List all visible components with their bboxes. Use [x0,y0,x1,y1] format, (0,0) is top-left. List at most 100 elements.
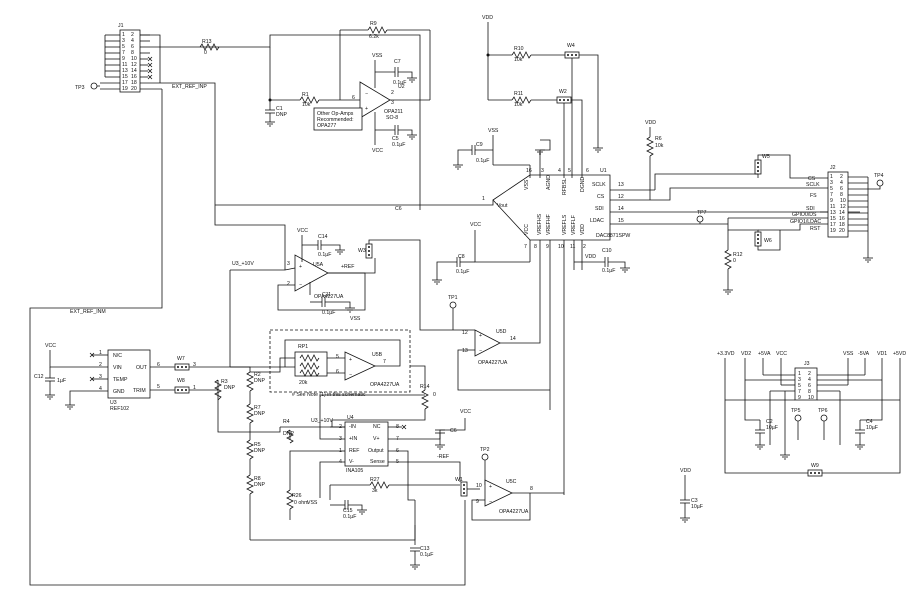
jumper-w2[interactable]: W2 [556,89,572,104]
svg-text:C14: C14 [318,234,328,240]
c10-vdd-label: VDD [585,254,596,260]
svg-text:10: 10 [558,244,564,250]
amplifier-u4: U4 INA105 -IN +IN REF V- NC V+ Output Se… [339,415,399,474]
svg-text:1: 1 [99,350,102,356]
svg-text:3: 3 [122,38,125,44]
j1-ref: J1 [118,23,124,29]
svg-text:5: 5 [568,168,571,174]
svg-text:10: 10 [840,198,846,204]
svg-text:R5: R5 [254,442,261,448]
svg-text:TP6: TP6 [818,408,828,414]
svg-text:19: 19 [122,86,128,92]
svg-text:RST: RST [810,226,821,232]
svg-text:DNP: DNP [254,482,265,488]
svg-text:16: 16 [839,216,845,222]
svg-text:R27: R27 [370,477,380,483]
resistor-r5: R5 DNP [246,423,265,460]
test-point-tp3[interactable]: TP3 [75,82,100,91]
svg-text:C13: C13 [420,546,430,552]
svg-text:19: 19 [830,228,836,234]
svg-text:W6: W6 [764,238,772,244]
resistor-r7: R7 DNP [246,391,265,424]
jumper-w6[interactable]: W6 [754,231,772,247]
test-point-tp6[interactable]: TP6 [818,408,828,422]
capacitor-c5: C5 0.1µF [375,124,418,148]
svg-text:LDAC: LDAC [590,218,604,224]
svg-text:1: 1 [830,174,833,180]
svg-text:+3.3VD: +3.3VD [717,351,735,357]
svg-text:Sense: Sense [370,459,385,465]
test-point-tp5[interactable]: TP5 [791,408,802,422]
svg-text:U3: U3 [110,400,117,406]
test-point-tp7[interactable]: TP7 [696,210,707,223]
svg-text:REF: REF [349,448,359,454]
jumper-w4[interactable]: W4 [564,43,580,59]
svg-text:5: 5 [798,383,801,389]
svg-text:C6: C6 [450,428,457,434]
svg-text:1µF: 1µF [57,378,66,384]
svg-text:DNP: DNP [254,411,265,417]
svg-text:DNP: DNP [224,385,235,391]
jumper-w3[interactable]: W3 [358,243,373,259]
svg-text:16: 16 [131,74,137,80]
jumper-w8[interactable]: W8 [174,378,190,394]
svg-text:C12: C12 [34,374,44,380]
jumper-w5[interactable]: W5 [754,154,770,175]
svg-text:14: 14 [839,210,845,216]
jumper-w9[interactable]: W9 [807,463,823,477]
svg-text:0: 0 [733,258,736,264]
svg-text:11: 11 [122,62,127,68]
svg-text:15: 15 [830,216,836,222]
svg-text:−: − [299,282,302,288]
svg-text:3: 3 [830,180,833,186]
capacitor-c10: C10 0.1µF [582,248,631,274]
jumper-w7[interactable]: W7 [174,356,190,371]
svg-text:0.1µF: 0.1µF [318,252,331,258]
svg-text:9: 9 [122,56,125,62]
svg-text:6.2k: 6.2k [369,34,379,40]
test-point-tp4[interactable]: TP4 [874,173,884,187]
resistor-r4: R4 DNP [280,419,300,444]
svg-text:C7: C7 [394,59,401,65]
c3-vdd-label: VDD [680,468,691,474]
svg-text:Output: Output [368,448,384,454]
opamp-u5b: +− U5B OPA4227UA 5 6 7 [336,351,400,388]
capacitor-c9: C9 0.1µF [452,142,493,170]
test-point-tp2[interactable]: TP2 [480,447,490,461]
svg-text:14: 14 [131,68,137,74]
svg-text:0.1µF: 0.1µF [393,80,406,86]
svg-text:R9: R9 [370,21,377,27]
svg-text:DNP: DNP [254,378,265,384]
svg-text:TP5: TP5 [791,408,801,414]
svg-text:10k: 10k [514,57,523,63]
svg-text:VSS: VSS [524,179,530,190]
svg-text:VREFLS: VREFLS [562,214,568,235]
svg-text:15: 15 [618,218,624,224]
svg-text:9: 9 [546,244,549,250]
dac-u1: U1 DAC8871SPW Vout 1 VSS AGND RFBSL DGND… [482,168,630,250]
svg-text:J3: J3 [804,361,810,367]
svg-text:R8: R8 [254,476,261,482]
svg-text:R14: R14 [420,384,430,390]
svg-text:W9: W9 [811,463,819,469]
svg-text:+: + [479,333,482,339]
ext-ref-inm-label: EXT_REF_INM [70,309,106,315]
svg-text:3: 3 [99,374,102,380]
svg-text:12: 12 [840,204,846,210]
svg-text:TRIM: TRIM [133,388,146,394]
svg-text:R3: R3 [221,379,228,385]
resistor-r10: R10 10k [511,46,532,63]
jumper-w1[interactable]: W1 [455,477,468,497]
u2-vss-label: VSS [372,53,383,59]
resistor-r11: R11 10k [511,91,532,108]
svg-text:18: 18 [131,80,137,86]
svg-text:OPA4227UA: OPA4227UA [370,382,400,388]
svg-text:U2: U2 [398,84,405,90]
test-point-tp1[interactable]: TP1 [448,295,458,309]
svg-text:2: 2 [808,371,811,377]
resistor-r13: R13 0 [199,39,220,56]
svg-text:C4: C4 [866,419,873,425]
svg-text:10: 10 [808,395,814,401]
